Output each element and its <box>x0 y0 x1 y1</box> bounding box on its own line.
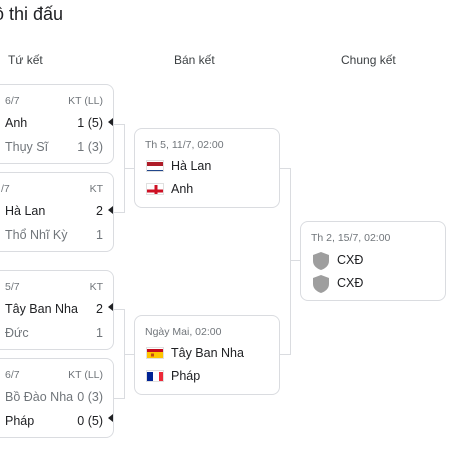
match-status: KT (LL) <box>68 95 103 107</box>
team-name: Pháp <box>5 414 35 428</box>
shield-icon <box>313 275 329 293</box>
match-date: /7 <box>1 183 10 195</box>
connector-line <box>290 168 291 355</box>
team-score: 1 <box>96 228 103 242</box>
match-card-sf-2[interactable]: Ngày Mai, 02:00 Tây Ban Nha Pháp <box>134 315 280 395</box>
column-header-quarterfinals: Tứ kết <box>8 53 43 67</box>
team-name: Bồ Đào Nha <box>5 390 74 404</box>
team-name: Hà Lan <box>5 204 46 218</box>
connector-line <box>280 168 290 169</box>
team-name: Pháp <box>171 369 201 383</box>
team-name: Anh <box>5 116 28 130</box>
match-status: KT (LL) <box>68 369 103 381</box>
england-flag-icon <box>146 183 164 195</box>
winner-arrow-icon <box>108 206 113 214</box>
connector-line <box>114 124 124 125</box>
team-score: 2 <box>96 204 103 218</box>
team-name: Đức <box>5 326 29 340</box>
team-score: 1 (3) <box>77 140 103 154</box>
team-score: 0 (3) <box>77 390 103 404</box>
connector-line <box>290 260 300 261</box>
match-date: 6/7 <box>5 95 20 107</box>
team-name: CXĐ <box>337 276 364 290</box>
winner-arrow-icon <box>108 303 113 311</box>
match-date: Ngày Mai, 02:00 <box>145 326 222 338</box>
match-status: KT <box>89 183 103 195</box>
team-name: Tây Ban Nha <box>171 346 244 360</box>
match-card-sf-1[interactable]: Th 5, 11/7, 02:00 Hà Lan Anh <box>134 128 280 208</box>
connector-line <box>280 354 290 355</box>
team-score: 1 (5) <box>77 116 103 130</box>
connector-line <box>114 398 124 399</box>
connector-line <box>124 354 134 355</box>
winner-arrow-icon <box>108 118 113 126</box>
shield-icon <box>313 252 329 270</box>
winner-arrow-icon <box>108 414 113 422</box>
team-score: 0 (5) <box>77 414 103 428</box>
team-score: 2 <box>96 302 103 316</box>
match-date: Th 5, 11/7, 02:00 <box>145 139 224 151</box>
team-name: Thổ Nhĩ Kỳ <box>5 228 68 242</box>
team-name: Tây Ban Nha <box>5 302 78 316</box>
team-name: Anh <box>171 182 194 196</box>
spain-flag-icon <box>146 347 164 359</box>
team-score: 1 <box>96 326 103 340</box>
match-card-qf-4[interactable]: 6/7 KT (LL) Bồ Đào Nha 0 (3) Pháp 0 (5) <box>0 358 114 438</box>
match-card-final[interactable]: Th 2, 15/7, 02:00 CXĐ CXĐ <box>300 221 446 301</box>
match-card-qf-2[interactable]: /7 KT Hà Lan 2 Thổ Nhĩ Kỳ 1 <box>0 172 114 252</box>
column-header-semifinals: Bán kết <box>174 53 215 67</box>
match-card-qf-3[interactable]: 5/7 KT Tây Ban Nha 2 Đức 1 <box>0 270 114 350</box>
connector-line <box>114 309 124 310</box>
match-date: 5/7 <box>5 281 20 293</box>
connector-line <box>114 212 124 213</box>
team-name: CXĐ <box>337 253 364 267</box>
team-name: Thụy Sĩ <box>5 140 49 154</box>
match-date: 6/7 <box>5 369 20 381</box>
match-card-qf-1[interactable]: 6/7 KT (LL) Anh 1 (5) Thụy Sĩ 1 (3) <box>0 84 114 164</box>
column-header-final: Chung kết <box>341 53 396 67</box>
france-flag-icon <box>146 370 164 382</box>
team-name: Hà Lan <box>171 159 212 173</box>
match-date: Th 2, 15/7, 02:00 <box>311 232 391 244</box>
netherlands-flag-icon <box>146 160 164 172</box>
connector-line <box>124 168 134 169</box>
page-title: ồ thi đấu <box>0 4 64 24</box>
match-status: KT <box>89 281 103 293</box>
